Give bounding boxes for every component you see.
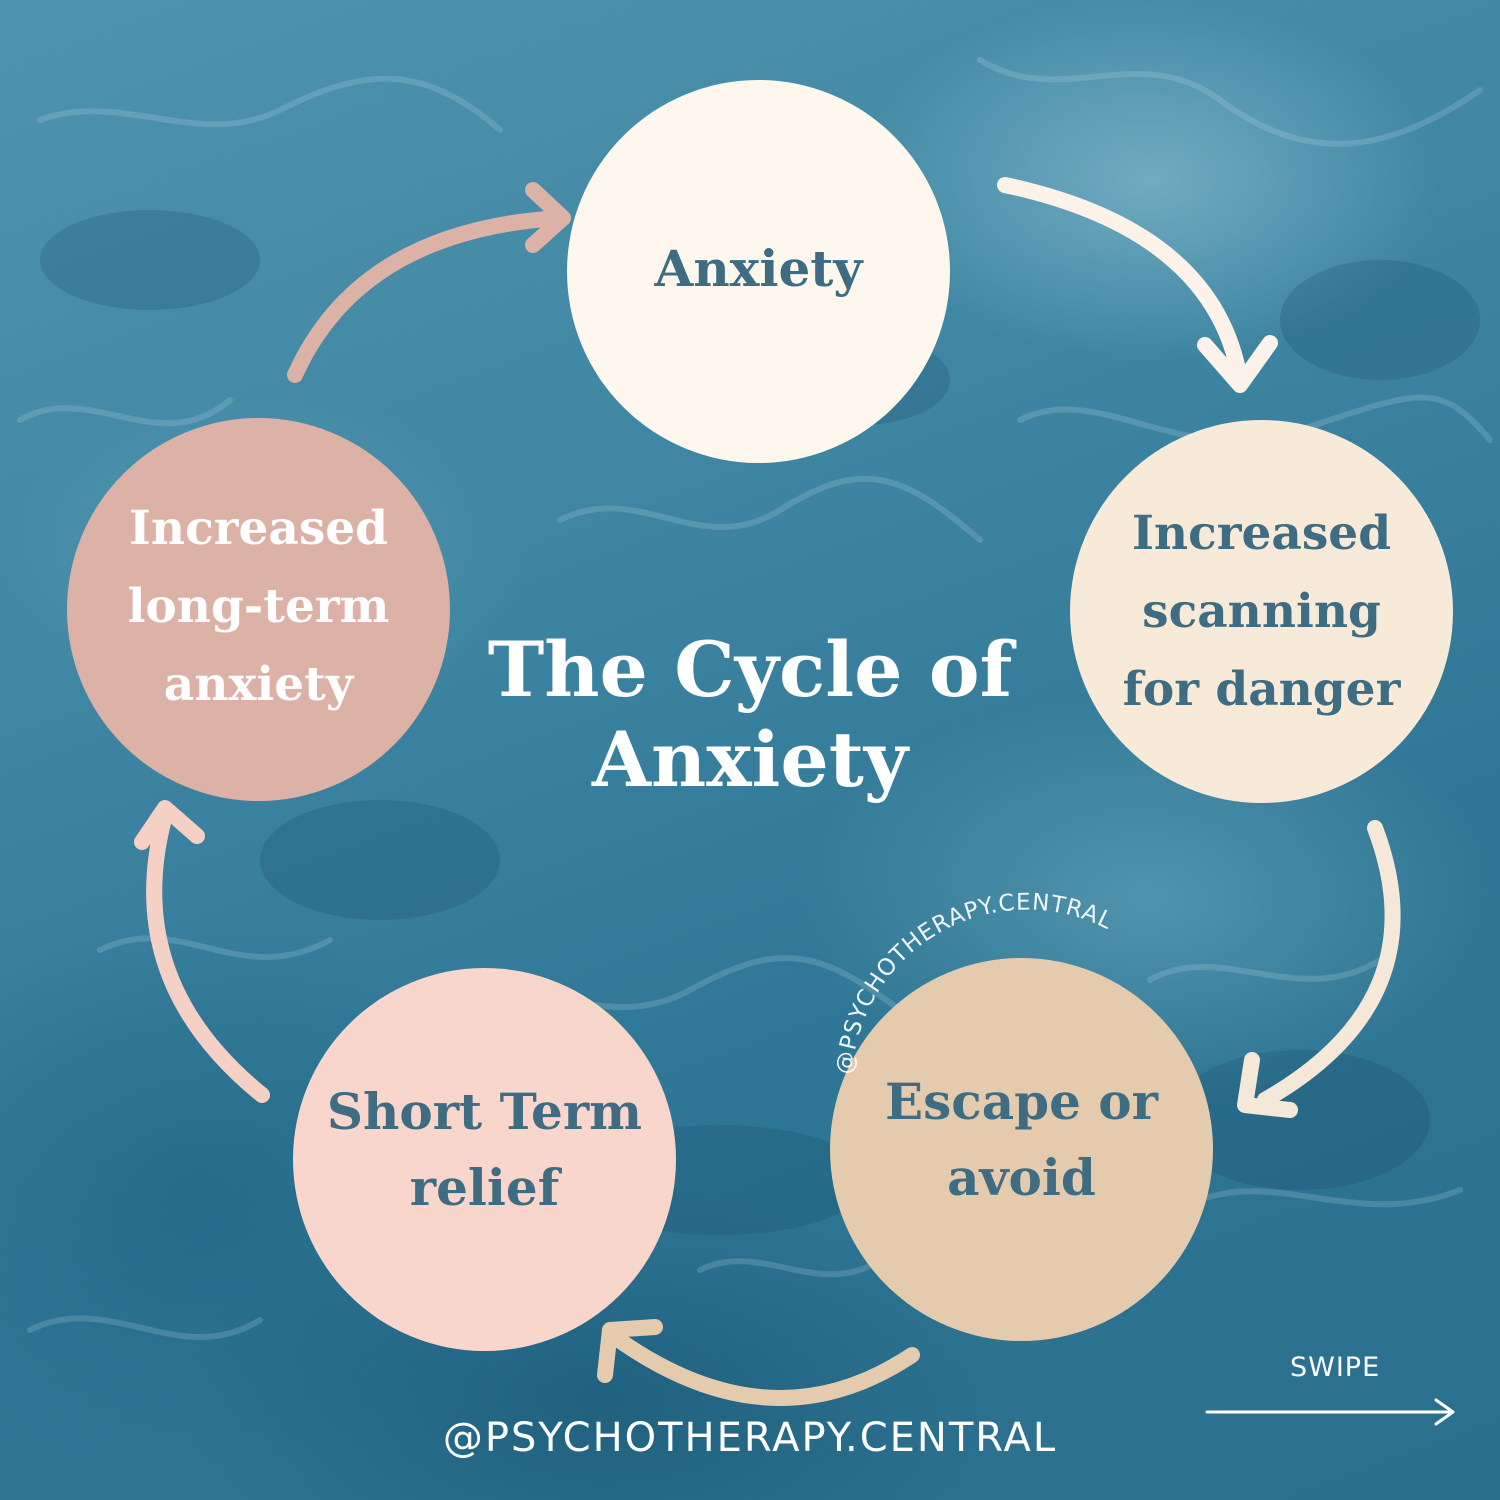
- node-scanning-label: Increased scanning for danger: [1122, 505, 1401, 717]
- arrow-escape-to-relief: [597, 1319, 920, 1406]
- node-scanning: Increased scanning for danger: [1070, 420, 1453, 803]
- arrow-relief-to-longterm: [134, 800, 270, 1103]
- node-relief-label: Short Term relief: [326, 1081, 643, 1217]
- node-escape-label: Escape or avoid: [885, 1071, 1158, 1207]
- swipe-label: SWIPE: [1290, 1352, 1381, 1383]
- node-longterm: Increased long-term anxiety: [67, 418, 450, 801]
- arrow-anxiety-to-scanning: [997, 177, 1278, 393]
- footer-handle: @PSYCHOTHERAPY.CENTRAL: [442, 1415, 1058, 1461]
- node-anxiety-label: Anxiety: [654, 238, 863, 298]
- arrow-longterm-to-anxiety: [287, 182, 571, 383]
- node-escape: Escape or avoid: [830, 958, 1213, 1341]
- node-relief: Short Term relief: [293, 968, 676, 1351]
- node-longterm-label: Increased long-term anxiety: [127, 500, 390, 712]
- diagram-title: The Cycle of Anxiety: [487, 625, 1013, 804]
- node-anxiety: Anxiety: [567, 80, 950, 463]
- arrow-scanning-to-escape: [1237, 820, 1401, 1118]
